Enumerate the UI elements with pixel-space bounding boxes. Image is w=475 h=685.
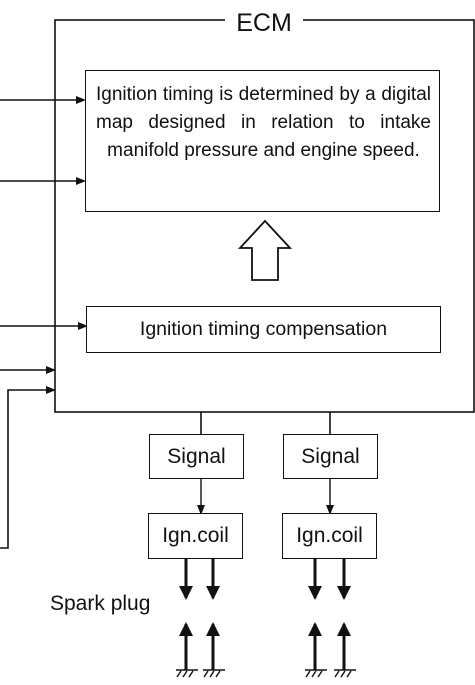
ground-icon-hatch — [209, 670, 215, 678]
spark-plug-label: Spark plug — [50, 592, 151, 615]
ignition-coil-box-left: Ign.coil — [148, 513, 243, 559]
up-arrow-icon — [237, 219, 293, 281]
digital-map-box: Ignition timing is determined by a digit… — [85, 70, 440, 212]
signal-box-right: Signal — [283, 434, 378, 479]
ground-icon-hatch — [305, 670, 311, 678]
ground-icon-hatch — [176, 670, 182, 678]
ground-icon-hatch — [334, 670, 340, 678]
ignition-coil-box-right: Ign.coil — [282, 513, 377, 559]
input-arrow-5 — [0, 386, 56, 549]
signal-box-left: Signal — [149, 434, 244, 479]
ground-icons — [176, 669, 356, 678]
ground-icon-hatch — [346, 670, 352, 678]
ground-icon-hatch — [188, 670, 194, 678]
ground-icon-hatch — [215, 670, 221, 678]
ecm-title: ECM — [225, 5, 303, 41]
ground-icon-hatch — [317, 670, 323, 678]
ignition-compensation-box: Ignition timing compensation — [86, 306, 441, 353]
ground-icon-hatch — [340, 670, 346, 678]
ground-icon-hatch — [311, 670, 317, 678]
ground-icon-hatch — [203, 670, 209, 678]
ground-icon-hatch — [182, 670, 188, 678]
